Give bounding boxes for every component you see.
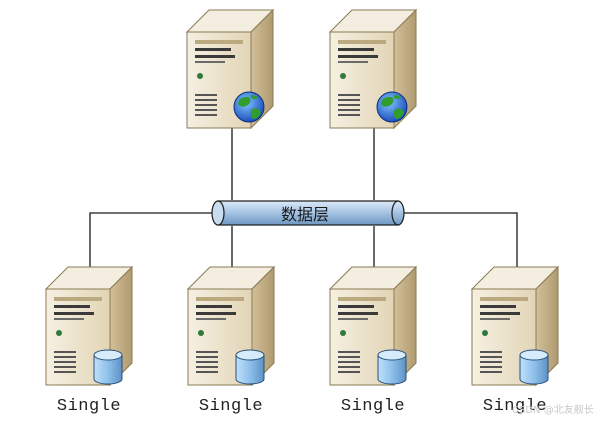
data-layer-bus bbox=[211, 200, 405, 226]
database-icon bbox=[93, 349, 123, 385]
db-server-2 bbox=[187, 266, 275, 386]
db-server-label-1: Single bbox=[56, 397, 122, 416]
database-icon bbox=[519, 349, 549, 385]
web-server-2 bbox=[329, 9, 417, 129]
watermark: CSDN @北友舰长 bbox=[512, 405, 594, 416]
database-icon bbox=[377, 349, 407, 385]
db-server-1 bbox=[45, 266, 133, 386]
db-server-label-3: Single bbox=[340, 397, 406, 416]
data-layer-label: 数据层 bbox=[280, 205, 329, 224]
database-icon bbox=[235, 349, 265, 385]
connector-lines bbox=[89, 120, 518, 333]
globe-icon bbox=[233, 91, 265, 123]
globe-icon bbox=[376, 91, 408, 123]
db-server-label-4: Single bbox=[482, 397, 548, 416]
db-server-label-2: Single bbox=[198, 397, 264, 416]
db-server-4 bbox=[471, 266, 559, 386]
db-server-3 bbox=[329, 266, 417, 386]
web-server-1 bbox=[186, 9, 274, 129]
